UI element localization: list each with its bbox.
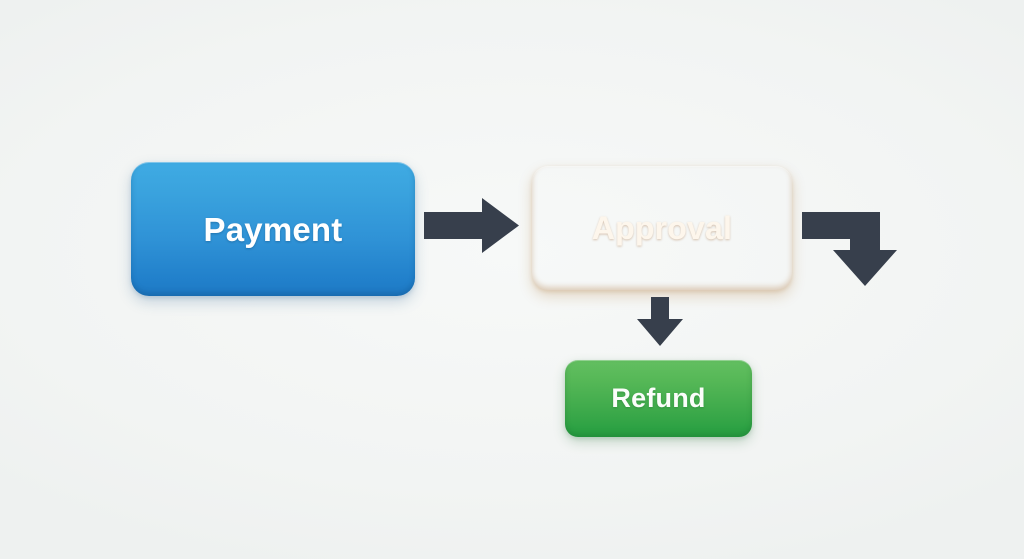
node-approval[interactable]: Approval: [532, 166, 792, 290]
node-refund-label: Refund: [611, 383, 706, 413]
arrow-payment-to-approval-icon: [424, 198, 519, 253]
node-payment[interactable]: Payment: [131, 162, 415, 296]
node-approval-label: Approval: [591, 210, 733, 246]
arrow-approval-exit-icon: [802, 212, 897, 286]
node-refund[interactable]: Refund: [565, 360, 752, 437]
node-payment-label: Payment: [203, 210, 343, 248]
arrow-approval-to-refund-icon: [637, 297, 683, 346]
